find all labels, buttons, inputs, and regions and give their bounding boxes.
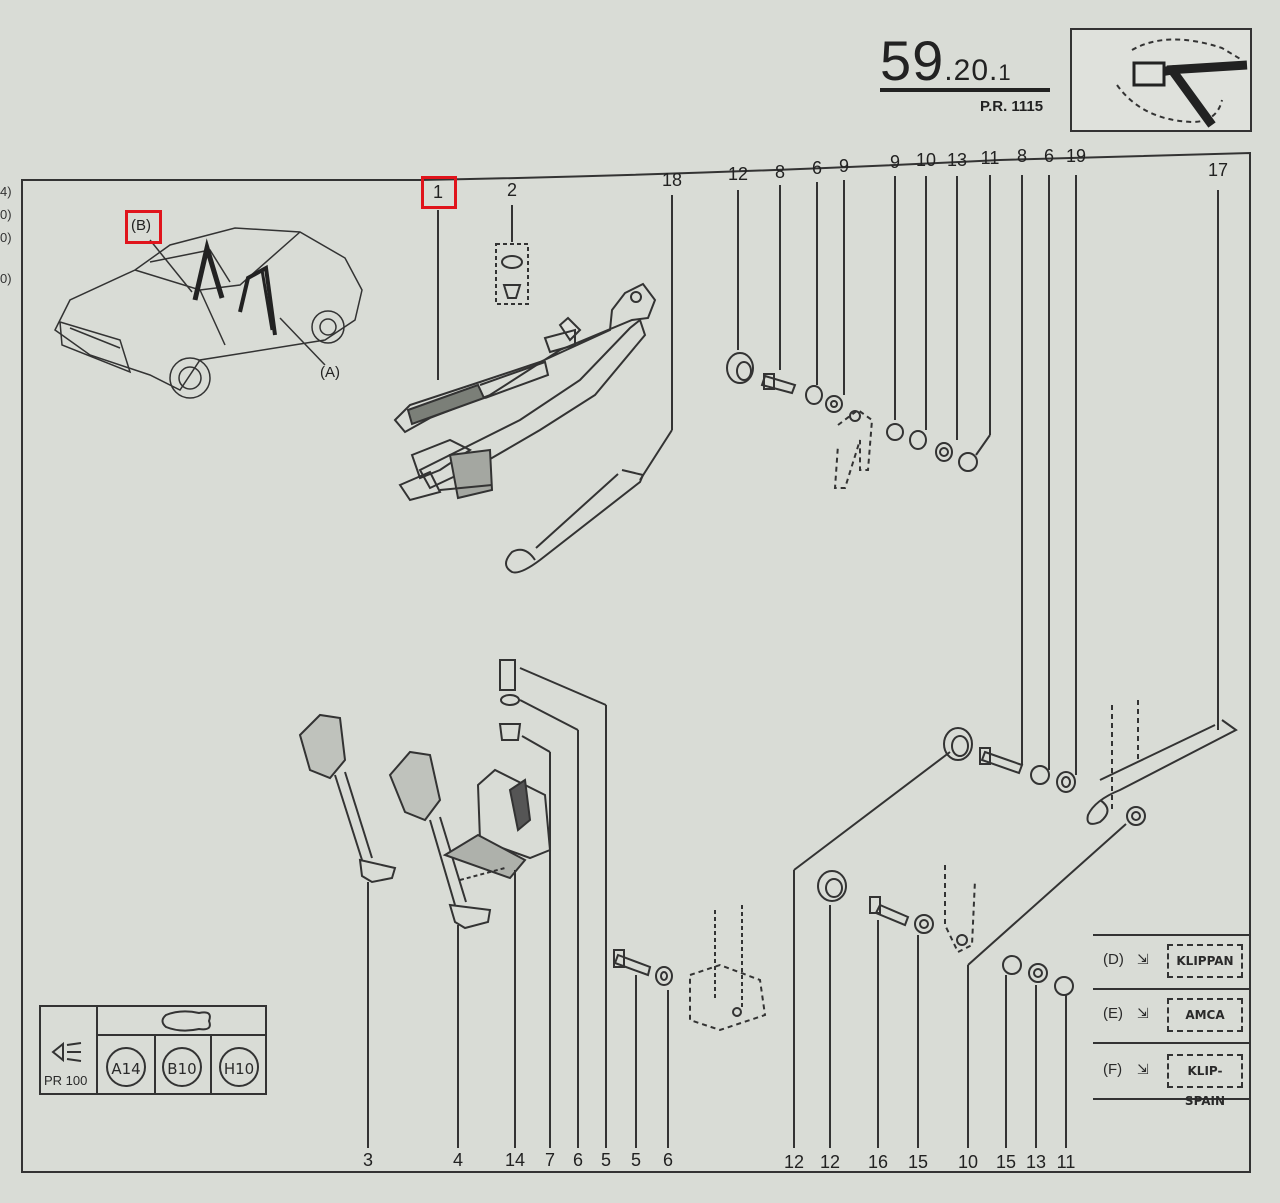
callout-part-13b: 13 [1025, 1152, 1047, 1172]
vehicle-label-a: (A) [320, 364, 340, 381]
buckle-stalk-4 [388, 750, 492, 1148]
callout-part-8b: 8 [1016, 146, 1028, 166]
arrow-icon: ⇲ [1137, 1005, 1149, 1021]
callout-part-2: 2 [506, 180, 518, 200]
callout-part-12: 12 [727, 164, 749, 184]
car-illustration [54, 227, 363, 399]
hook-rod-18 [505, 195, 673, 574]
arrow-icon: ⇲ [1137, 1061, 1149, 1077]
page-number-tail: 1 [998, 60, 1012, 85]
legend-brand: KLIP-SPAIN [1167, 1054, 1243, 1108]
belt-assembly-1 [393, 282, 657, 502]
callout-part-9b: 9 [889, 152, 901, 172]
callout-part-11b: 11 [1056, 1152, 1076, 1172]
options-table [39, 1005, 267, 1095]
option-code: A14 [106, 1047, 146, 1087]
legend-row: (E) ⇲ AMCA [1093, 990, 1251, 1044]
callout-part-16: 16 [867, 1152, 889, 1172]
callout-part-6d: 6 [662, 1150, 674, 1170]
callout-part-4: 4 [452, 1150, 464, 1170]
manufacturer-legend: (D) ⇲ KLIPPAN (E) ⇲ AMCA (F) ⇲ KLIP-SPAI… [1093, 934, 1251, 1108]
legend-brand: KLIPPAN [1167, 944, 1243, 978]
buckle-bracket-14 [442, 659, 607, 1148]
left-edge-marks: 4) 0) 0) 0) [0, 180, 12, 290]
option-code: B10 [162, 1047, 202, 1087]
callout-part-3: 3 [362, 1150, 374, 1170]
highlight-label-b [125, 210, 162, 244]
seat-belt-icon [1070, 28, 1252, 132]
edge-mark: 0) [0, 271, 12, 286]
buckle-stalk-3 [298, 713, 397, 1148]
page-number-rule [880, 88, 1050, 92]
callout-part-10b: 10 [957, 1152, 979, 1172]
callout-part-8: 8 [774, 162, 786, 182]
headlamp-icon [51, 1041, 82, 1063]
page-number-main: 59 [880, 29, 945, 92]
callout-part-10: 10 [915, 150, 937, 170]
callout-part-17: 17 [1207, 160, 1229, 180]
clip-part-2 [495, 205, 529, 305]
callout-part-13: 13 [946, 150, 968, 170]
vehicle-label-b: (B) [131, 217, 151, 234]
callout-part-5: 5 [600, 1150, 612, 1170]
legend-row: (F) ⇲ KLIP-SPAIN [1093, 1046, 1251, 1108]
callout-part-18: 18 [661, 170, 683, 190]
callout-part-12b: 12 [783, 1152, 805, 1172]
edge-mark: 4) [0, 184, 12, 199]
callout-part-6: 6 [811, 158, 823, 178]
page-number-sub: .20. [944, 54, 999, 87]
callout-part-11: 11 [980, 148, 1000, 168]
callout-part-12c: 12 [819, 1152, 841, 1172]
callout-part-5b: 5 [630, 1150, 642, 1170]
legend-letter: (F) [1103, 1061, 1123, 1078]
rail-anchor-hardware [943, 700, 1238, 826]
callout-part-6c: 6 [572, 1150, 584, 1170]
arrow-icon: ⇲ [1137, 951, 1149, 967]
buckle-anchor-hardware [613, 905, 767, 1148]
options-pr-label: PR 100 [44, 1073, 88, 1088]
legend-letter: (D) [1103, 951, 1124, 968]
callout-part-15: 15 [907, 1152, 929, 1172]
page-number: 59.20.1 [880, 28, 1012, 93]
legend-row: (D) ⇲ KLIPPAN [1093, 934, 1251, 990]
callout-part-19: 19 [1065, 146, 1087, 166]
callout-part-15b: 15 [995, 1152, 1017, 1172]
lower-anchor-hardware [793, 751, 1127, 1148]
pr-reference: P.R. 1115 [980, 98, 1044, 115]
legend-letter: (E) [1103, 1005, 1123, 1022]
body-outline-icon [161, 1010, 211, 1032]
legend-brand: AMCA [1167, 998, 1243, 1032]
edge-mark: 0) [0, 207, 12, 222]
option-code: H10 [219, 1047, 259, 1087]
edge-mark: 0) [0, 230, 12, 245]
highlight-part-1 [421, 176, 457, 209]
callout-part-6b: 6 [1043, 146, 1055, 166]
callout-part-14: 14 [504, 1150, 526, 1170]
callout-part-1: 1 [432, 182, 444, 202]
upper-anchor-hardware [726, 175, 991, 489]
callout-part-9: 9 [838, 156, 850, 176]
callout-part-7: 7 [544, 1150, 556, 1170]
